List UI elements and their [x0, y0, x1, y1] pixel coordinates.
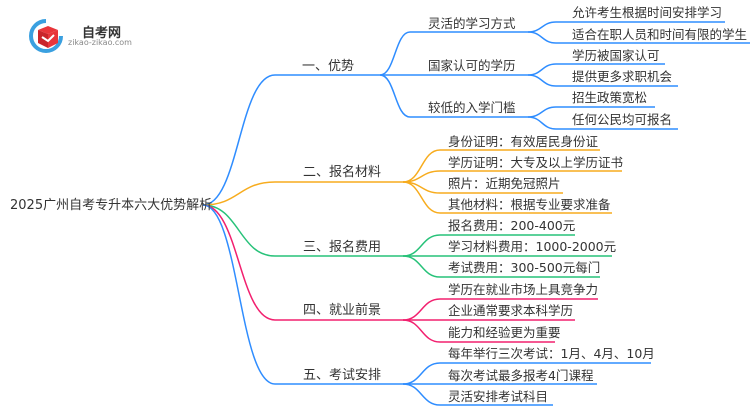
leaf-item[interactable]: 企业通常要求本科学历 [448, 303, 574, 318]
leaf-item[interactable]: 招生政策宽松 [572, 90, 648, 105]
root-node[interactable]: 2025广州自考专升本六大优势解析 [10, 198, 213, 213]
branch-employment[interactable]: 四、就业前景 [303, 303, 382, 318]
leaf-item[interactable]: 每次考试最多报考4门课程 [448, 368, 594, 383]
branch-connector [202, 204, 403, 321]
leaf-item[interactable]: 每年举行三次考试：1月、4月、10月 [448, 346, 655, 361]
leaf-item[interactable]: 其他材料：根据专业要求准备 [448, 197, 611, 212]
leaf-connector [527, 74, 678, 87]
leaf-connector [402, 362, 651, 385]
leaf-connector [527, 63, 665, 76]
leaf-item[interactable]: 能力和经验更为重要 [448, 325, 561, 340]
leaf-item[interactable]: 考试费用：300-500元每门 [448, 260, 601, 275]
leaf-item[interactable]: 报名费用：200-400元 [448, 218, 576, 233]
leaf-item[interactable]: 提供更多求职机会 [572, 69, 673, 84]
leaf-connector [402, 255, 600, 278]
branch-connector [202, 204, 403, 385]
leaf-connector [402, 319, 555, 343]
logo-url: zikao-zikao.com [68, 38, 132, 47]
branch-materials[interactable]: 二、报名材料 [303, 165, 382, 180]
leaf-connector [527, 31, 750, 44]
branch-connector [202, 204, 403, 257]
subnode-low-threshold[interactable]: 较低的入学门槛 [428, 100, 516, 115]
leaf-item[interactable]: 学历被国家认可 [572, 48, 660, 63]
subnode-flexible-study[interactable]: 灵活的学习方式 [428, 16, 516, 31]
leaf-item[interactable]: 学习材料费用：1000-2000元 [448, 239, 617, 254]
logo-cube-icon [29, 19, 63, 53]
branch-connector [202, 181, 403, 206]
subnode-connector [379, 31, 528, 76]
leaf-connector [402, 383, 553, 406]
leaf-item[interactable]: 任何公民均可报名 [572, 112, 673, 127]
leaf-item[interactable]: 适合在职人员和时间有限的学生 [572, 27, 748, 42]
logo-title: 自考网 [82, 26, 122, 41]
branch-connector [202, 74, 380, 206]
leaf-item[interactable]: 学历证明：大专及以上学历证书 [448, 155, 624, 170]
leaf-item[interactable]: 允许考生根据时间安排学习 [572, 5, 723, 20]
branch-fees[interactable]: 三、报名费用 [303, 240, 382, 255]
leaf-connector [527, 21, 725, 33]
branch-advantages[interactable]: 一、优势 [302, 59, 355, 74]
leaf-item[interactable]: 灵活安排考试科目 [448, 389, 549, 404]
subnode-recognized-degree[interactable]: 国家认可的学历 [428, 58, 516, 73]
leaf-item[interactable]: 照片：近期免冠照片 [448, 176, 561, 191]
leaf-connector [402, 181, 612, 214]
leaf-connector [402, 298, 598, 321]
subnode-connector [379, 74, 528, 118]
leaf-connector [527, 116, 678, 130]
branch-exam-schedule[interactable]: 五、考试安排 [303, 368, 382, 383]
leaf-item[interactable]: 身份证明：有效居民身份证 [448, 134, 599, 149]
leaf-connector [402, 234, 575, 257]
leaf-item[interactable]: 学历在就业市场上具竞争力 [448, 282, 599, 297]
